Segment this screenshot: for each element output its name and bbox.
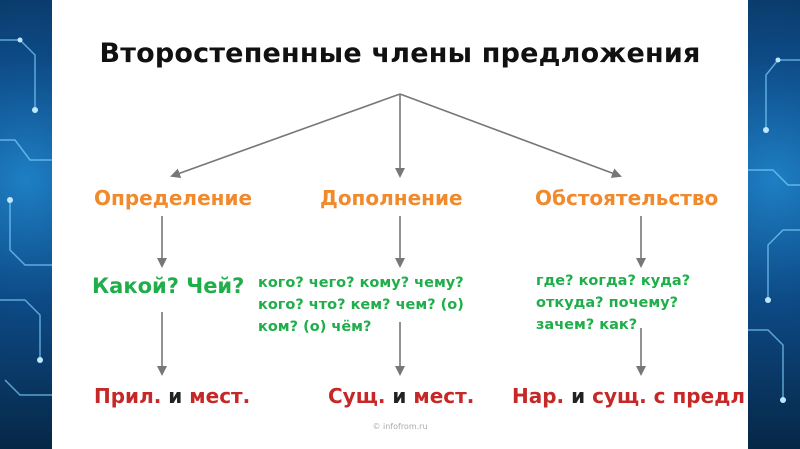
- arrow-root-to-circumstance: [399, 93, 622, 178]
- answer-conjunction: и: [168, 384, 183, 408]
- answer-part: мест.: [413, 384, 475, 408]
- answer-part: сущ. с предл: [592, 384, 745, 408]
- answer-circumstance: Нар. и сущ. с предл: [512, 384, 745, 408]
- circumstance-question-line: где? когда? куда?: [536, 273, 691, 289]
- circumstance-question-line: зачем? как?: [536, 317, 638, 333]
- slide: Второстепенные члены предложения Определ…: [52, 0, 748, 449]
- circumstance-question-line: откуда? почему?: [536, 295, 679, 311]
- category-complement: Дополнение: [320, 186, 463, 210]
- definition-questions: Какой? Чей?: [92, 274, 245, 298]
- answer-complement: Сущ. и мест.: [328, 384, 474, 408]
- circuit-decoration-left: [0, 37, 52, 396]
- circumstance-questions: где? когда? куда? откуда? почему? зачем?…: [536, 270, 690, 336]
- category-definition: Определение: [94, 186, 253, 210]
- answer-conjunction: и: [392, 384, 407, 408]
- category-circumstance: Обстоятельство: [535, 186, 719, 210]
- answer-conjunction: и: [571, 384, 586, 408]
- answer-part: Сущ.: [328, 384, 386, 408]
- answer-definition: Прил. и мест.: [94, 384, 250, 408]
- complement-question-line: ком? (о) чём?: [258, 319, 372, 335]
- circuit-decoration-right: [748, 57, 800, 403]
- complement-questions: кого? чего? кому? чему? кого? что? кем? …: [258, 272, 464, 338]
- answer-part: мест.: [189, 384, 251, 408]
- answer-part: Нар.: [512, 384, 565, 408]
- complement-question-line: кого? что? кем? чем? (о): [258, 297, 464, 313]
- complement-question-line: кого? чего? кому? чему?: [258, 275, 464, 291]
- left-decorative-panel: [0, 0, 52, 449]
- arrow-root-to-definition: [170, 93, 401, 178]
- right-decorative-panel: [748, 0, 800, 449]
- diagram-arrows: [157, 93, 646, 376]
- watermark: © infofrom.ru: [372, 422, 428, 431]
- slide-title: Второстепенные члены предложения: [99, 38, 701, 69]
- answer-part: Прил.: [94, 384, 162, 408]
